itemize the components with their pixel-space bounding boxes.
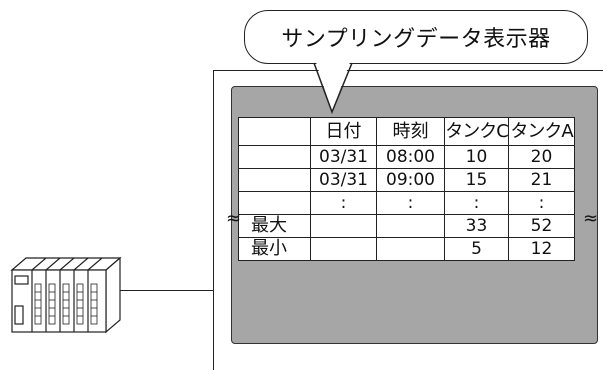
header-cell-time: 時刻	[376, 117, 445, 146]
table-cell: 52	[508, 214, 575, 238]
table-cell: :	[310, 191, 377, 215]
table-cell	[310, 214, 377, 238]
table-cell: :	[376, 191, 445, 215]
table-row-max: 最大 33 52	[238, 214, 575, 238]
table-row-ellipsis: : : : :	[238, 191, 575, 215]
table-cell	[376, 237, 445, 261]
table-cell: 09:00	[376, 168, 445, 192]
sampling-data-table: 日付 時刻 タンクC タンクA 03/31 08:00 10 20 03/31 …	[238, 117, 575, 261]
table-cell: 20	[508, 145, 575, 169]
header-cell-date: 日付	[310, 117, 377, 146]
table-cell	[376, 214, 445, 238]
table-header-row: 日付 時刻 タンクC タンクA	[238, 117, 575, 146]
header-cell-blank	[238, 117, 311, 146]
header-cell-tank-a: タンクA	[508, 117, 575, 146]
table-cell: 10	[444, 145, 509, 169]
table-row-min: 最小 5 12	[238, 237, 575, 261]
break-mark-left: ≈	[226, 208, 242, 229]
table-cell: 12	[508, 237, 575, 261]
table-cell: :	[508, 191, 575, 215]
callout-bubble: サンプリングデータ表示器	[244, 10, 588, 64]
plc-device-icon	[10, 256, 122, 334]
table-cell: 08:00	[376, 145, 445, 169]
table-row: 03/31 08:00 10 20	[238, 145, 575, 169]
table-cell: :	[444, 191, 509, 215]
callout-title: サンプリングデータ表示器	[281, 27, 551, 52]
table-cell: 5	[444, 237, 509, 261]
header-cell-tank-c: タンクC	[444, 117, 509, 146]
table-cell	[238, 145, 311, 169]
table-cell: 33	[444, 214, 509, 238]
table-row: 03/31 09:00 15 21	[238, 168, 575, 192]
table-cell	[238, 191, 311, 215]
connection-cable	[120, 290, 213, 291]
table-cell	[238, 168, 311, 192]
table-cell: 03/31	[310, 145, 377, 169]
break-mark-right: ≈	[583, 208, 599, 229]
row-label-max: 最大	[238, 214, 311, 238]
row-label-min: 最小	[238, 237, 311, 261]
table-cell: 15	[444, 168, 509, 192]
table-cell: 21	[508, 168, 575, 192]
table-cell: 03/31	[310, 168, 377, 192]
table-cell	[310, 237, 377, 261]
